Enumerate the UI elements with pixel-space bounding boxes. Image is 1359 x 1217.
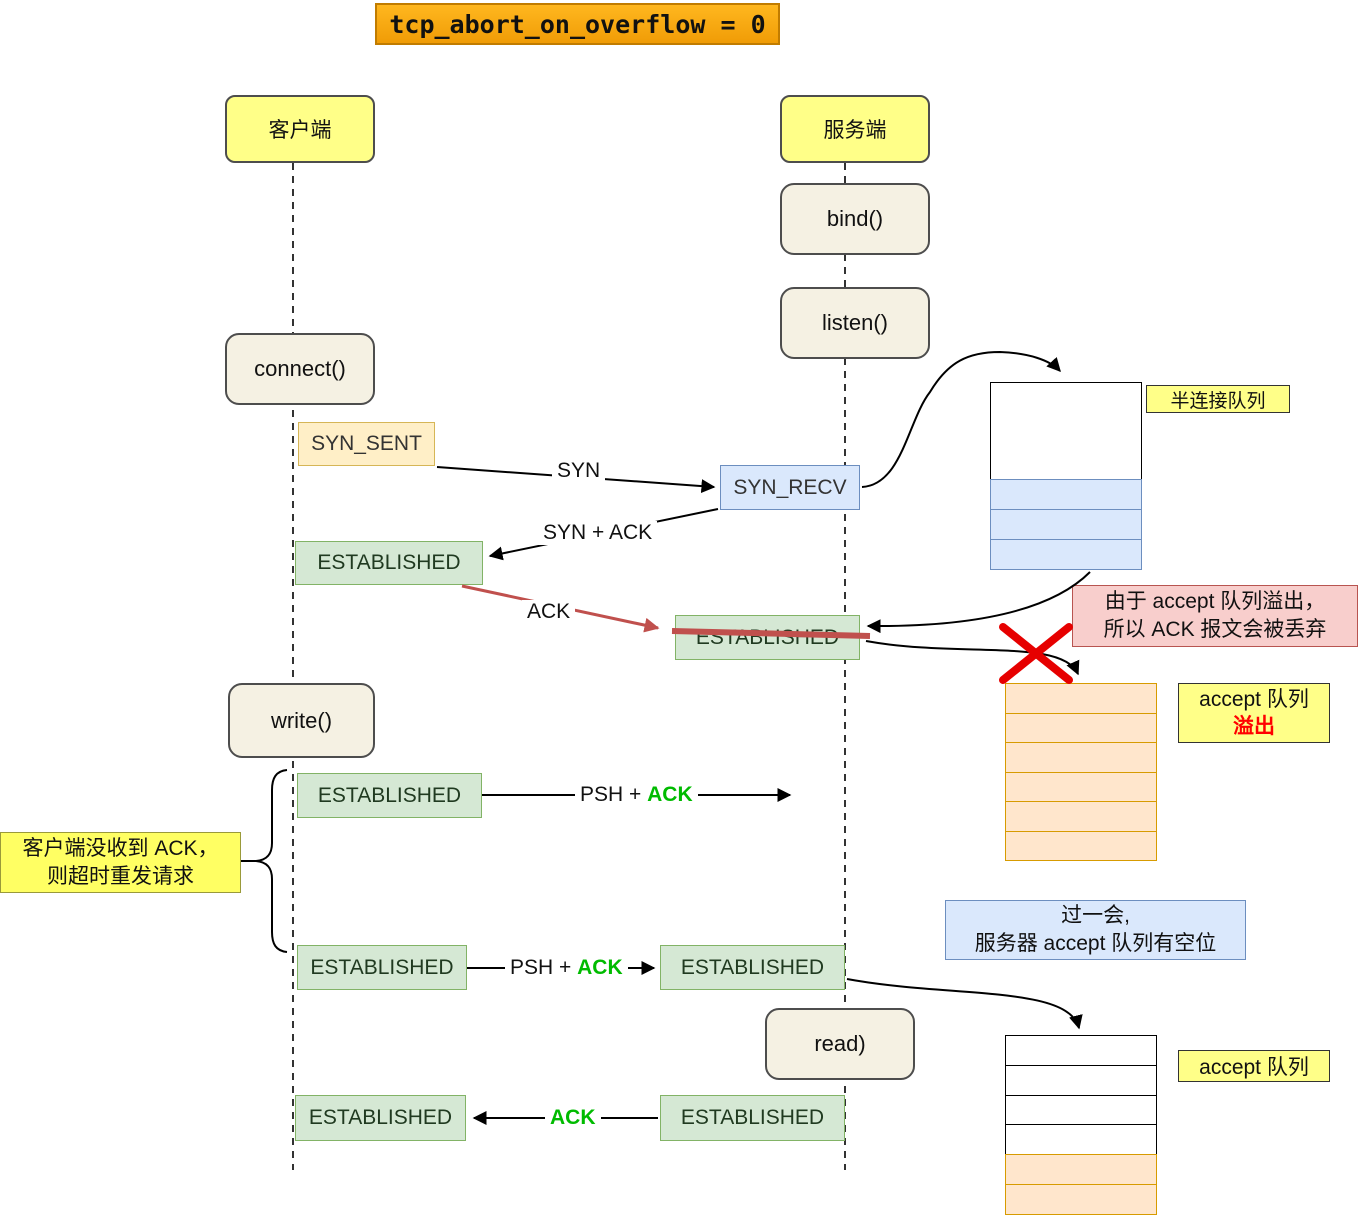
- queue-row: [1005, 1094, 1157, 1126]
- label-psh-prefix: PSH +: [580, 783, 648, 806]
- established-to-accept-queue-arrow: [865, 640, 1080, 676]
- label-ack-final: ACK: [545, 1106, 601, 1130]
- title-banner: tcp_abort_on_overflow = 0: [375, 3, 780, 45]
- queue-row: [1005, 1154, 1157, 1186]
- queue-row: [1005, 683, 1157, 714]
- state-established-server-1: ESTABLISHED: [675, 615, 860, 660]
- note-queue-free-line1: 过一会,: [1061, 904, 1130, 927]
- label-psh-ack-2: PSH + ACK: [505, 956, 628, 980]
- label-psh-ack-highlight: ACK: [647, 783, 693, 806]
- accept-overflow-label-line1: accept 队列: [1199, 688, 1309, 711]
- accept-queue-free: [1005, 1035, 1157, 1215]
- note-client-retry-line1: 客户端没收到 ACK，: [22, 836, 219, 860]
- drop-cross-icon: [999, 623, 1073, 684]
- queue-row: [1005, 742, 1157, 773]
- note-ack-dropped-line1: 由于 accept 队列溢出，: [1104, 590, 1326, 613]
- label-syn-ack: SYN + ACK: [538, 521, 658, 545]
- queue-row: [1005, 1035, 1157, 1066]
- state-established-server-2: ESTABLISHED: [660, 945, 845, 990]
- note-ack-dropped-line2: 所以 ACK 报文会被丢弃: [1103, 618, 1327, 641]
- write-call-box: write(): [228, 683, 375, 758]
- queue-empty-space: [990, 382, 1142, 480]
- read-call-box: read): [765, 1008, 915, 1080]
- note-client-retry: 客户端没收到 ACK， 则超时重发请求: [0, 832, 241, 893]
- queue-row: [1005, 801, 1157, 832]
- actor-server: 服务端: [780, 95, 930, 163]
- label-ack: ACK: [522, 600, 576, 624]
- state-established-client-2: ESTABLISHED: [297, 773, 482, 818]
- label-psh-ack-1: PSH + ACK: [575, 783, 698, 807]
- accept-overflow-label-line2: 溢出: [1233, 715, 1275, 738]
- retry-brace: [255, 769, 288, 953]
- state-established-client-4: ESTABLISHED: [295, 1095, 466, 1141]
- half-queue-to-established-arrow: [866, 571, 1091, 634]
- label-psh-ack-highlight-2: ACK: [577, 956, 623, 979]
- state-established-client-3: ESTABLISHED: [297, 945, 467, 990]
- half-connect-queue: [990, 382, 1142, 570]
- accept-queue-overflowed: [1005, 683, 1157, 861]
- queue-row: [990, 479, 1142, 510]
- label-syn: SYN: [552, 459, 606, 483]
- state-syn-recv: SYN_RECV: [720, 465, 860, 510]
- queue-row: [990, 539, 1142, 570]
- queue-row: [1005, 1184, 1157, 1215]
- queue-row: [1005, 1124, 1157, 1156]
- listen-call-box: listen(): [780, 287, 930, 359]
- label-psh-prefix-2: PSH +: [510, 956, 578, 979]
- note-ack-dropped: 由于 accept 队列溢出， 所以 ACK 报文会被丢弃: [1072, 585, 1358, 647]
- connect-call-box: connect(): [225, 333, 375, 405]
- accept-queue-label: accept 队列: [1178, 1050, 1330, 1082]
- queue-row: [1005, 771, 1157, 802]
- note-queue-free-line2: 服务器 accept 队列有空位: [974, 932, 1217, 955]
- half-connect-queue-label: 半连接队列: [1146, 385, 1290, 413]
- accept-overflow-label: accept 队列 溢出: [1178, 683, 1330, 743]
- queue-row: [1005, 830, 1157, 861]
- state-established-client-1: ESTABLISHED: [295, 541, 483, 585]
- note-client-retry-line2: 则超时重发请求: [47, 864, 194, 888]
- state-syn-sent: SYN_SENT: [298, 422, 435, 466]
- note-queue-free: 过一会, 服务器 accept 队列有空位: [945, 900, 1246, 960]
- actor-client: 客户端: [225, 95, 375, 163]
- queue-row: [1005, 1064, 1157, 1096]
- state-established-server-3: ESTABLISHED: [660, 1095, 845, 1141]
- queue-row: [1005, 712, 1157, 743]
- queue-row: [990, 509, 1142, 540]
- bind-call-box: bind(): [780, 183, 930, 255]
